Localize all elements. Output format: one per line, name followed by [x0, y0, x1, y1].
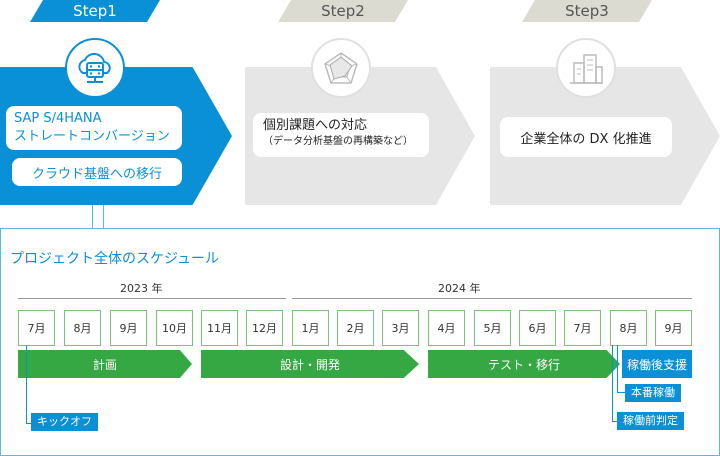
year-2024-line: [292, 298, 692, 299]
month-box: 10月: [156, 310, 193, 346]
year-2023-label: 2023 年: [120, 282, 163, 295]
month-box: 2月: [337, 310, 374, 346]
month-box: 8月: [610, 310, 647, 346]
step1-tab: Step1: [30, 0, 160, 22]
step2-title: 個別課題への対応: [263, 118, 368, 133]
kickoff-line: [26, 345, 32, 424]
month-box: 4月: [428, 310, 465, 346]
month-box: 11月: [201, 310, 238, 346]
radar-chart-icon: [311, 38, 371, 98]
milestone-judgment: 稼働前判定: [617, 412, 684, 430]
month-box: 8月: [64, 310, 101, 346]
step3-title: 企業全体の DX 化推進: [520, 131, 652, 147]
golive-line: [617, 345, 626, 393]
month-box: 12月: [246, 310, 283, 346]
step1-sub-box: クラウド基盤への移行: [12, 158, 182, 186]
cloud-server-icon: [65, 38, 125, 98]
month-box: 7月: [564, 310, 601, 346]
month-box: 9月: [110, 310, 147, 346]
step3-tab: Step3: [522, 0, 652, 22]
month-box: 7月: [18, 310, 55, 346]
phase-test-migration: テスト・移行: [428, 350, 620, 378]
year-2024-label: 2024 年: [438, 282, 481, 295]
month-box: 6月: [519, 310, 556, 346]
month-box: 3月: [382, 310, 419, 346]
month-box: 5月: [474, 310, 511, 346]
step3-box: 企業全体の DX 化推進: [500, 117, 672, 157]
milestone-golive: 本番稼働: [625, 384, 681, 402]
schedule-title: プロジェクト全体のスケジュール: [10, 251, 220, 267]
buildings-icon: [556, 38, 616, 98]
step1-line1: SAP S/4HANA: [14, 111, 102, 126]
phase-post-support-label: 稼働後支援: [626, 357, 687, 372]
judgment-line: [612, 345, 618, 422]
phase-planning: 計画: [18, 350, 192, 378]
year-2023-line: [18, 298, 286, 299]
step1-main-box: SAP S/4HANA ストレートコンバージョン: [6, 106, 182, 150]
phase-design-dev: 設計・開発: [201, 350, 419, 378]
step2-box: 個別課題への対応 （データ分析基盤の再構築など）: [253, 113, 429, 157]
month-box: 1月: [292, 310, 329, 346]
step2-subtitle: （データ分析基盤の再構築など）: [263, 136, 413, 147]
month-box: 9月: [655, 310, 692, 346]
phase-post-support: 稼働後支援: [622, 350, 692, 378]
step2-tab: Step2: [278, 0, 408, 22]
step1-sub-label: クラウド基盤への移行: [31, 166, 162, 182]
connector-line: [92, 205, 104, 229]
step1-line2: ストレートコンバージョン: [14, 129, 170, 144]
milestone-kickoff: キックオフ: [31, 413, 98, 431]
